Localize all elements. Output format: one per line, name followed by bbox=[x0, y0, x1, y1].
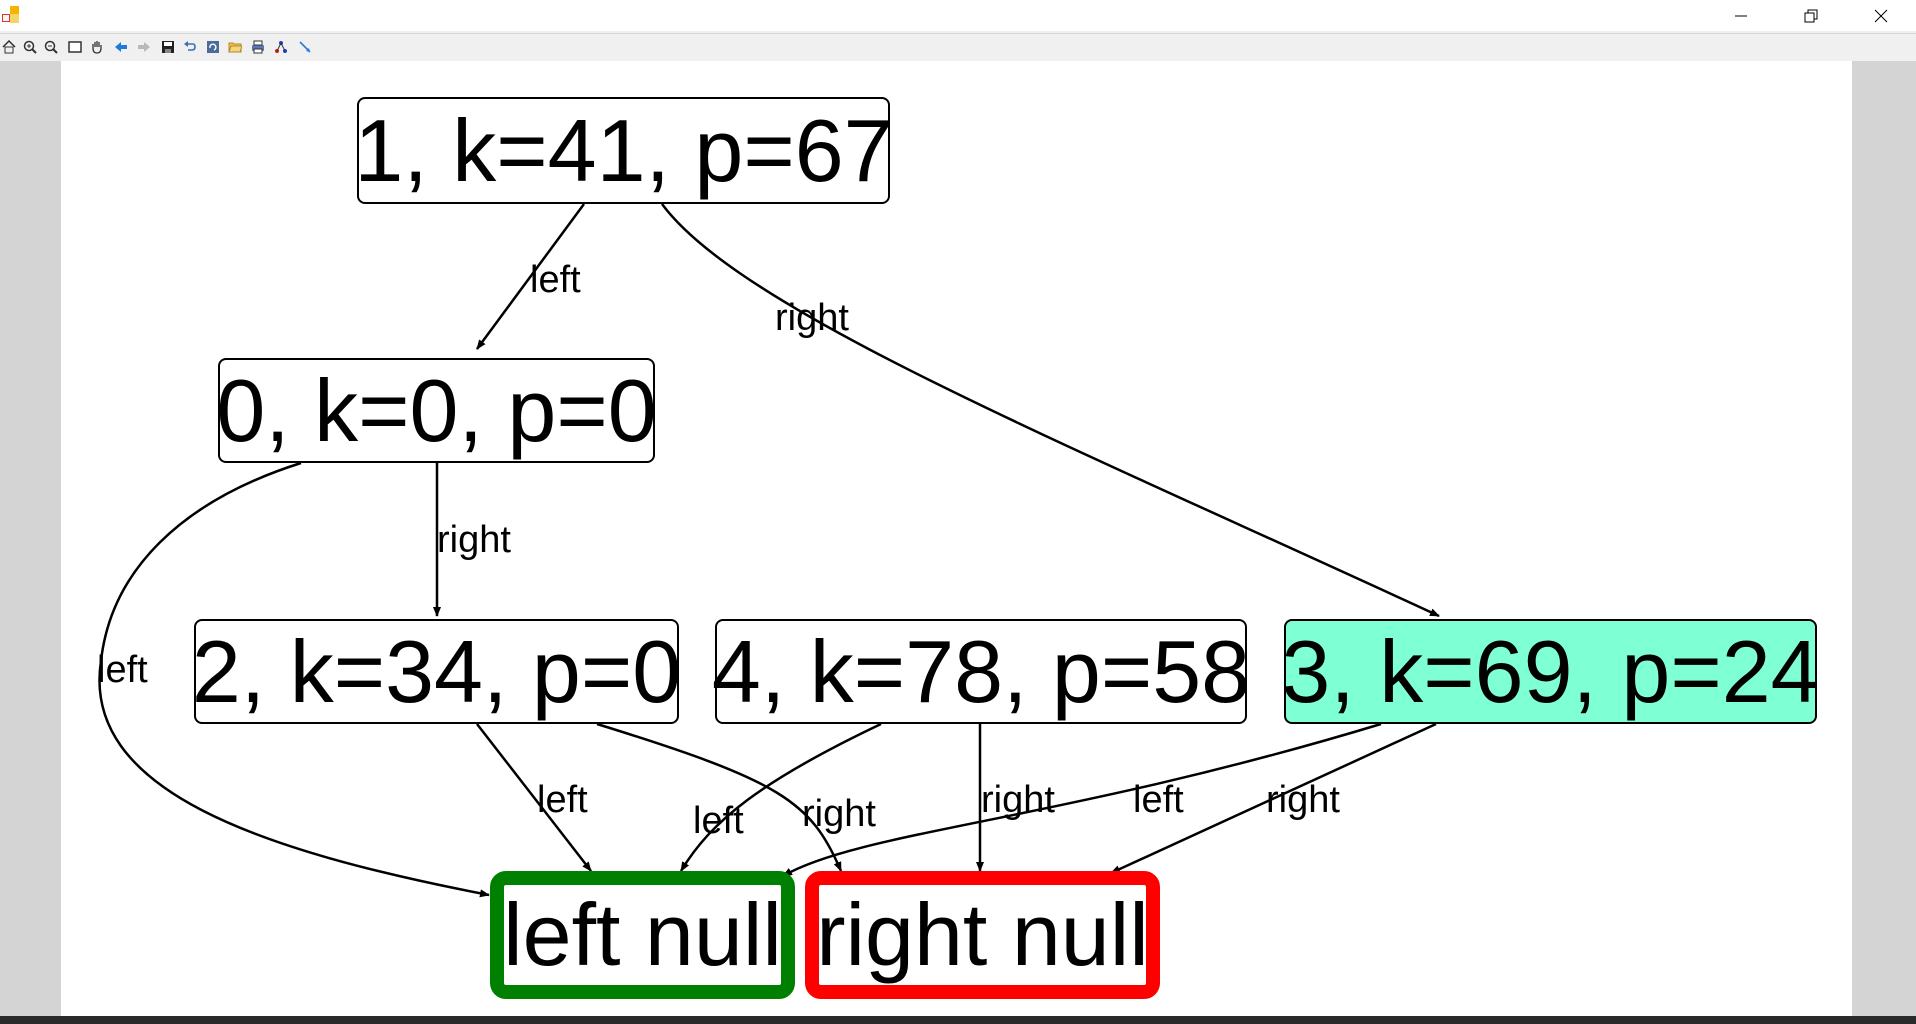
edges-layer bbox=[98, 203, 1440, 898]
status-strip bbox=[0, 1016, 1916, 1024]
back-arrow-icon bbox=[115, 42, 127, 52]
close-icon bbox=[1874, 9, 1888, 22]
zoom-out-icon bbox=[44, 40, 58, 54]
minimize-button[interactable] bbox=[1706, 0, 1776, 31]
restore-icon bbox=[1804, 9, 1818, 22]
right-null-node[interactable]: right null bbox=[805, 871, 1160, 999]
edge-label-n3-right: right bbox=[1266, 779, 1340, 821]
node-4[interactable]: 4, k=78, p=58 bbox=[712, 619, 1250, 724]
edge-n4-left bbox=[679, 722, 882, 872]
print-button[interactable] bbox=[249, 38, 267, 56]
window-zoom-icon bbox=[68, 41, 82, 53]
forward-arrow-icon bbox=[138, 42, 150, 52]
edge-label-n2-left: left bbox=[537, 779, 588, 821]
toolbar bbox=[0, 33, 1916, 61]
undo-icon bbox=[184, 41, 196, 51]
edge-n3-left bbox=[782, 722, 1382, 878]
zoom-in-icon bbox=[23, 40, 37, 54]
edge-label-n3-left: left bbox=[1133, 779, 1184, 821]
edge-n3-right bbox=[1110, 722, 1437, 875]
edge-n1-left bbox=[475, 203, 586, 350]
zoom-in-button[interactable] bbox=[21, 38, 39, 56]
node-0[interactable]: 0, k=0, p=0 bbox=[216, 358, 657, 463]
edge-tool-icon bbox=[299, 41, 311, 53]
zoom-out-button[interactable] bbox=[42, 38, 60, 56]
redo-button[interactable] bbox=[204, 38, 222, 56]
edge-tool-button[interactable] bbox=[296, 38, 314, 56]
forward-button[interactable] bbox=[135, 38, 153, 56]
restore-button[interactable] bbox=[1776, 0, 1846, 31]
open-button[interactable] bbox=[226, 38, 244, 56]
title-bar bbox=[0, 0, 1916, 31]
edge-label-n0-right: right bbox=[437, 519, 511, 561]
window-zoom-button[interactable] bbox=[66, 38, 84, 56]
minimize-icon bbox=[1735, 15, 1747, 16]
app-icon bbox=[2, 6, 19, 23]
edge-n2-left bbox=[476, 723, 592, 872]
edge-n2-right bbox=[596, 722, 843, 872]
layout-button[interactable] bbox=[272, 38, 290, 56]
left-null-node[interactable]: left null bbox=[490, 871, 795, 999]
edge-n1-right bbox=[660, 203, 1440, 618]
edge-label-n4-left: left bbox=[693, 800, 744, 842]
print-icon bbox=[252, 40, 264, 54]
edge-label-n1-right: right bbox=[775, 297, 849, 339]
save-icon bbox=[162, 41, 174, 53]
pan-button[interactable] bbox=[88, 38, 106, 56]
back-button[interactable] bbox=[112, 38, 130, 56]
graph-viewer[interactable]: 1, k=41, p=67 0, k=0, p=0 2, k=34, p=0 4… bbox=[0, 61, 1916, 1016]
node-1[interactable]: 1, k=41, p=67 bbox=[354, 97, 893, 204]
graph-canvas[interactable]: 1, k=41, p=67 0, k=0, p=0 2, k=34, p=0 4… bbox=[61, 61, 1852, 1016]
edge-label-n0-left: left bbox=[97, 649, 148, 691]
home-icon bbox=[2, 40, 16, 54]
home-button[interactable] bbox=[0, 38, 18, 56]
node-2[interactable]: 2, k=34, p=0 bbox=[192, 619, 681, 724]
pan-hand-icon bbox=[92, 41, 102, 54]
edge-n0-left bbox=[98, 461, 490, 898]
open-folder-icon bbox=[228, 42, 242, 53]
undo-button[interactable] bbox=[181, 38, 199, 56]
edge-label-n4-right: right bbox=[981, 779, 1055, 821]
save-button[interactable] bbox=[159, 38, 177, 56]
node-3[interactable]: 3, k=69, p=24 bbox=[1281, 619, 1820, 724]
edge-label-n1-left: left bbox=[530, 259, 581, 301]
edge-label-n2-right: right bbox=[802, 793, 876, 835]
layout-icon bbox=[275, 41, 287, 53]
close-button[interactable] bbox=[1846, 0, 1916, 31]
redo-icon bbox=[207, 41, 219, 53]
